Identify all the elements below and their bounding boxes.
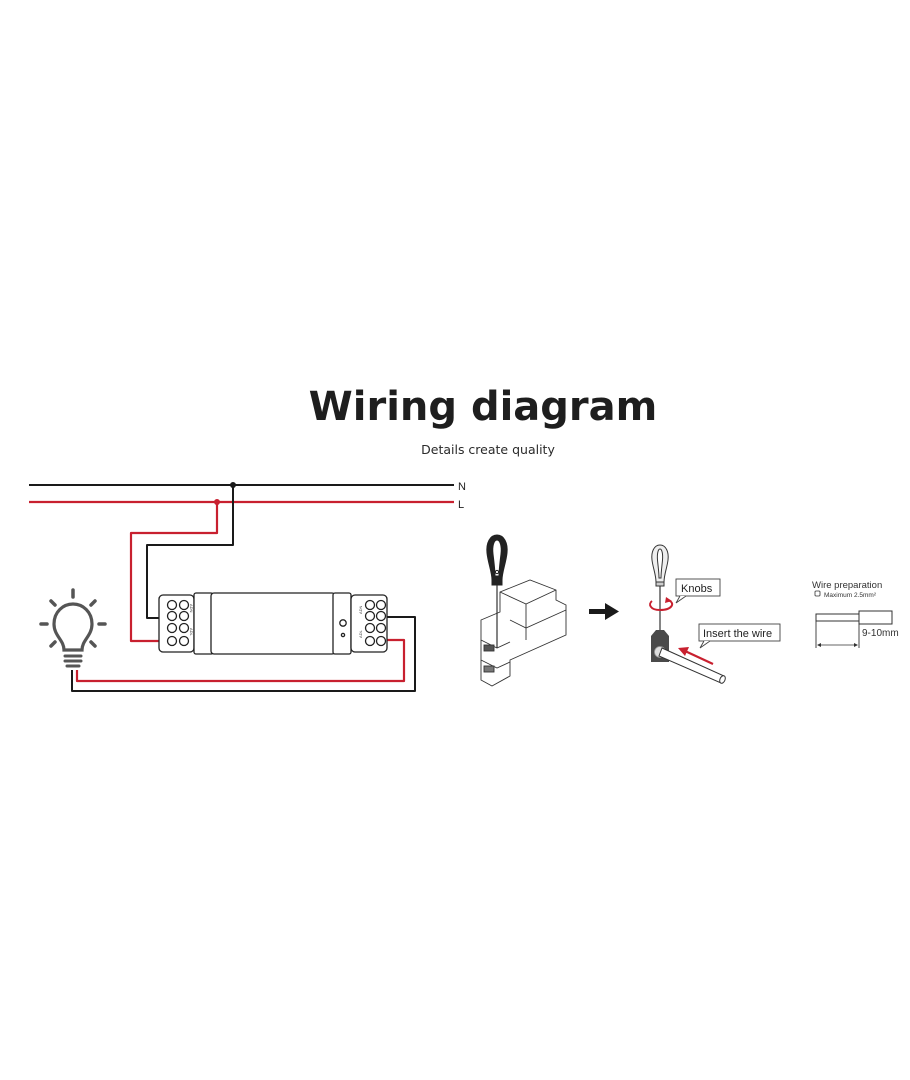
stripped-conductor [815, 613, 860, 622]
insert-wire-label: Insert the wire [703, 628, 772, 640]
live-output-wire [75, 638, 406, 683]
terminal-screw [178, 599, 190, 611]
strip-length-label: 9-10mm [862, 628, 899, 639]
max-section-label: Maximum 2.5mm² [824, 592, 877, 599]
terminal-screw [166, 622, 178, 634]
terminal-screw [375, 599, 387, 611]
terminal-screw [178, 622, 190, 634]
terminal-screw [166, 635, 178, 647]
terminal-screw [178, 610, 190, 622]
knobs-callout: Knobs [675, 578, 721, 604]
wire-illustration [658, 647, 726, 684]
knob-illustration [649, 544, 726, 684]
wire-preparation-title: Wire preparation [812, 580, 882, 591]
relay-output-wires [71, 616, 416, 692]
terminal-screw [364, 610, 376, 622]
neutral-label: N [458, 481, 466, 493]
power-lines: N L [29, 481, 466, 511]
left-shoulder [193, 592, 214, 655]
neutral-output-wire [71, 616, 416, 692]
next-step-arrow-icon [589, 603, 619, 620]
checkbox-icon [814, 590, 821, 597]
terminal-screw [375, 610, 387, 622]
insert-wire-callout: Insert the wire [698, 623, 781, 649]
light-bulb-icon [39, 588, 107, 668]
page-title: Wiring diagram [308, 384, 658, 430]
terminal-label: ADL [358, 629, 363, 638]
pairing-button [339, 619, 347, 627]
live-label: L [458, 499, 464, 511]
knobs-label: Knobs [681, 583, 713, 595]
wire-insulation [858, 610, 893, 625]
terminal-screw [375, 635, 387, 647]
terminal-screw [364, 622, 376, 634]
terminal-screw [178, 635, 190, 647]
relay-input-wires [129, 485, 234, 643]
relay-body [210, 592, 336, 655]
din-module-illustration [480, 579, 567, 687]
terminal-screw [166, 599, 178, 611]
insert-arrow-icon [684, 650, 714, 665]
terminal-screw [364, 635, 376, 647]
relay-module [158, 592, 388, 655]
live-input-wire [129, 502, 219, 643]
terminal-screw [375, 622, 387, 634]
terminal-screw [364, 599, 376, 611]
terminal-label: ADL [189, 628, 194, 637]
screwdriver-icon [486, 534, 508, 586]
terminal-label: ADN [358, 605, 363, 614]
wire-preparation: Wire preparation Maximum 2.5mm² 9-10mm [812, 580, 899, 648]
status-led [340, 632, 346, 638]
neutral-input-wire [146, 485, 234, 619]
screwdriver-small-icon [651, 544, 669, 630]
terminal-label: ADN [189, 604, 194, 613]
page-subtitle: Details create quality [421, 442, 555, 457]
terminal-screw [166, 610, 178, 622]
rotate-icon [649, 599, 674, 612]
terminal-labels: ADN ADL ADN ADL [189, 604, 363, 638]
